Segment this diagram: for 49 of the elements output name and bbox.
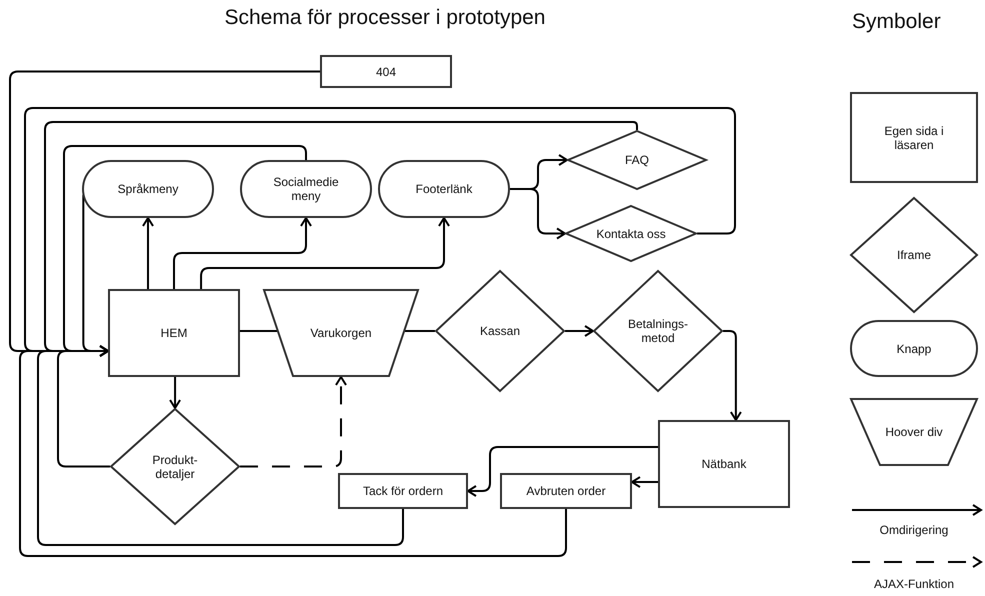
iframe-diamond xyxy=(565,205,697,262)
node-label: Kassan xyxy=(480,324,520,338)
arrow xyxy=(565,325,594,337)
page-box xyxy=(500,473,632,509)
iframe-diamond xyxy=(435,270,565,392)
arrow xyxy=(169,377,182,409)
node-label: Tack för ordern xyxy=(362,484,444,498)
node-label: Socialmedie meny xyxy=(272,175,340,203)
node-label: Hoover div xyxy=(885,425,943,439)
node-label: Språkmeny xyxy=(118,182,178,196)
iframe-diamond xyxy=(850,197,978,313)
page-box xyxy=(320,55,452,88)
node-label: FAQ xyxy=(624,153,649,167)
arrow xyxy=(142,217,154,289)
page-box xyxy=(108,289,240,377)
button-shape xyxy=(82,160,214,218)
page-box xyxy=(338,473,468,509)
arrow xyxy=(200,217,450,289)
node-label: Nätbank xyxy=(702,457,746,471)
arrow xyxy=(510,188,566,240)
page-box xyxy=(658,420,790,508)
node-label: Iframe xyxy=(896,248,931,262)
arrow xyxy=(631,476,658,488)
node-label: HEM xyxy=(160,326,188,340)
iframe-diamond xyxy=(593,270,723,392)
arrow xyxy=(173,217,312,289)
diagram-title: Schema för processer i prototypen xyxy=(224,6,546,30)
legend-label: Omdirigering xyxy=(878,523,950,537)
hover-trapezoid xyxy=(850,398,978,466)
node-label: Knapp xyxy=(896,342,932,356)
node-label: Produkt- detaljer xyxy=(151,452,199,480)
arrow xyxy=(57,345,110,468)
connector-line xyxy=(404,330,435,332)
node-label: Varukorgen xyxy=(310,326,372,340)
page-box xyxy=(850,92,978,183)
connector-line xyxy=(240,330,278,332)
node-label: 404 xyxy=(376,64,396,78)
node-label: Footerlänk xyxy=(416,182,472,196)
node-label: Betalnings- metod xyxy=(626,317,690,345)
section-heading: Symboler xyxy=(852,10,941,34)
node-label: Kontakta oss xyxy=(596,226,666,240)
iframe-diamond xyxy=(567,130,707,190)
node-label: Egen sida i läsaren xyxy=(883,124,945,152)
dashed-arrow xyxy=(240,376,347,468)
legend-label: AJAX-Funktion xyxy=(872,577,956,591)
iframe-diamond xyxy=(110,408,240,525)
node-label: Avbruten order xyxy=(526,484,606,498)
hover-trapezoid xyxy=(263,289,419,377)
arrow xyxy=(467,446,658,497)
